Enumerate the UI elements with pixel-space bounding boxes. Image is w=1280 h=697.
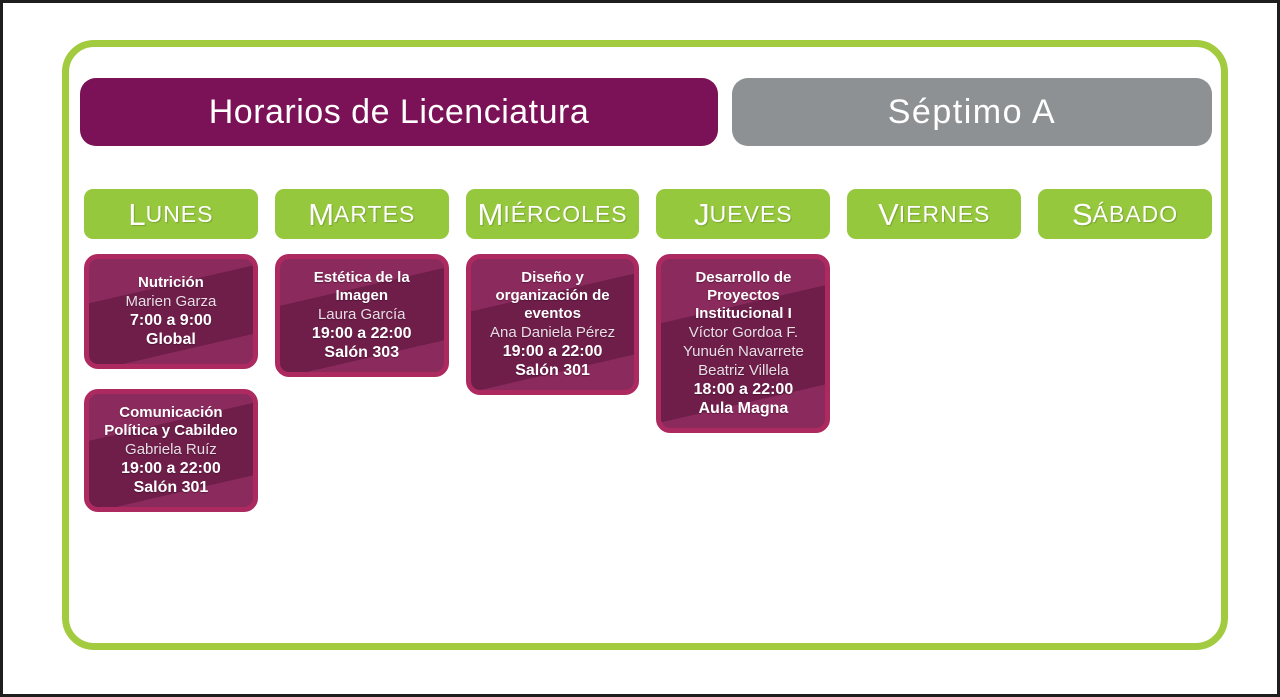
class-teacher: Laura García — [317, 306, 406, 323]
day-label-initial: L — [128, 196, 146, 232]
class-time: 18:00 a 22:00 — [693, 381, 794, 398]
class-teacher: Beatriz Villela — [698, 362, 789, 379]
class-room: Global — [146, 331, 196, 348]
class-room: Salón 303 — [324, 344, 400, 361]
class-room: Aula Magna — [698, 400, 789, 417]
class-time: 7:00 a 9:00 — [129, 312, 212, 329]
class-card-jueves-0: Desarrollo de Proyectos Institucional I V… — [656, 254, 831, 433]
class-teacher: Gabriela Ruíz — [125, 441, 217, 458]
class-time: 19:00 a 22:00 — [121, 460, 221, 477]
class-name: Diseño y organización de eventos — [495, 269, 610, 322]
day-label-rest: UEVES — [709, 200, 793, 227]
class-name: Estética de la Imagen — [313, 269, 410, 304]
class-teacher: Víctor Gordoa F. — [688, 324, 799, 341]
class-room: Salón 301 — [133, 479, 209, 496]
group-badge: Séptimo A — [732, 78, 1212, 146]
class-teacher: Marien Garza — [125, 293, 217, 310]
class-name: Nutrición — [137, 274, 204, 291]
day-label-rest: IERNES — [898, 200, 991, 227]
day-column-viernes — [847, 254, 1021, 512]
class-time: 19:00 a 22:00 — [311, 325, 412, 342]
day-label-rest: ARTES — [334, 200, 416, 227]
day-label-initial: M — [308, 196, 335, 232]
class-room: Salón 301 — [515, 362, 590, 379]
class-name: Desarrollo de Proyectos Institucional I — [695, 269, 792, 322]
day-column-jueves: Desarrollo de Proyectos Institucional I V… — [656, 254, 831, 512]
class-teacher: Yunuén Navarrete — [682, 343, 804, 360]
day-label-rest: IÉRCOLES — [503, 200, 628, 227]
title-row: Horarios de Licenciatura Séptimo A — [80, 78, 1212, 146]
class-name: Comunicación Política y Cabildeo — [104, 404, 238, 439]
day-label-initial: V — [878, 196, 899, 232]
page-title: Horarios de Licenciatura — [80, 78, 718, 146]
day-label-initial: J — [694, 196, 710, 232]
day-label-initial: S — [1071, 196, 1093, 232]
day-label-initial: M — [477, 196, 504, 232]
day-label-rest: UNES — [145, 200, 214, 227]
day-column-sabado — [1038, 254, 1212, 512]
day-label-rest: ÁBADO — [1092, 200, 1179, 227]
class-teacher: Ana Daniela Pérez — [490, 324, 616, 341]
class-time: 19:00 a 22:00 — [502, 343, 603, 360]
